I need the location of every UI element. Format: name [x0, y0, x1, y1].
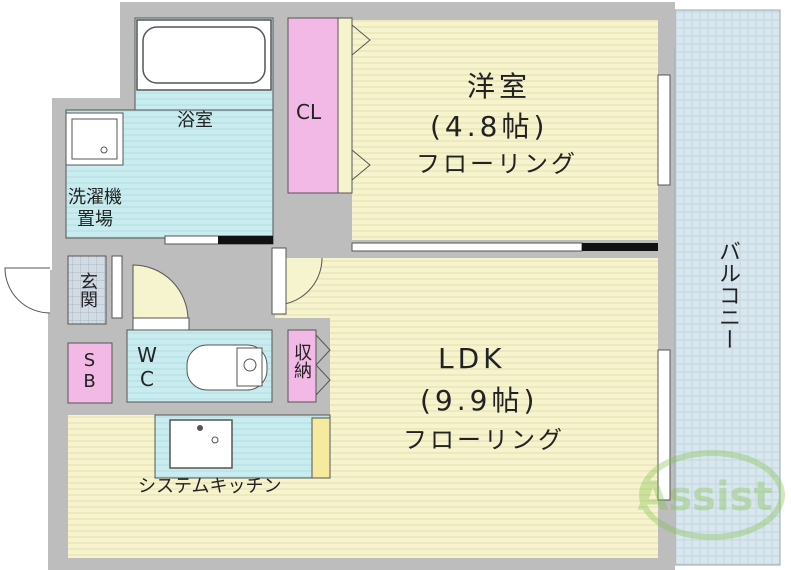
kitchen-label: システムキッチン — [138, 476, 282, 497]
ldk-floor-label: フローリング — [403, 426, 565, 454]
entrance-floor — [67, 255, 107, 325]
washer-pan — [65, 112, 124, 166]
bedroom-floor-label: フローリング — [416, 150, 578, 178]
closet-door-area — [337, 17, 353, 194]
toilet-door — [132, 264, 189, 321]
bath-label: 浴室 — [177, 110, 213, 131]
bedroom-size: (4.8帖) — [430, 110, 549, 143]
shoe-box — [67, 342, 113, 404]
ldk-size: (9.9帖) — [420, 384, 539, 417]
ldk-name: LDK — [438, 342, 506, 375]
closet — [287, 17, 339, 194]
bedroom-floor — [352, 20, 658, 240]
storage-label: 収納 — [291, 343, 312, 379]
assist-logo: Assist — [637, 450, 785, 540]
entrance-door — [4, 267, 51, 314]
storage — [287, 329, 317, 403]
ldk-floor — [68, 258, 658, 558]
toilet-label: WC — [135, 343, 159, 391]
entrance-label: 玄関 — [77, 272, 98, 308]
balcony-label: バルコニー — [715, 240, 740, 350]
bathtub — [136, 19, 272, 91]
bedroom-name: 洋室 — [467, 70, 532, 103]
laundry-label: 洗濯機 置場 — [68, 187, 122, 230]
watermark-text: Assist — [637, 474, 772, 520]
balcony-area — [674, 9, 781, 566]
closet-label: CL — [296, 100, 322, 124]
shoe-box-label: SB — [79, 350, 100, 392]
